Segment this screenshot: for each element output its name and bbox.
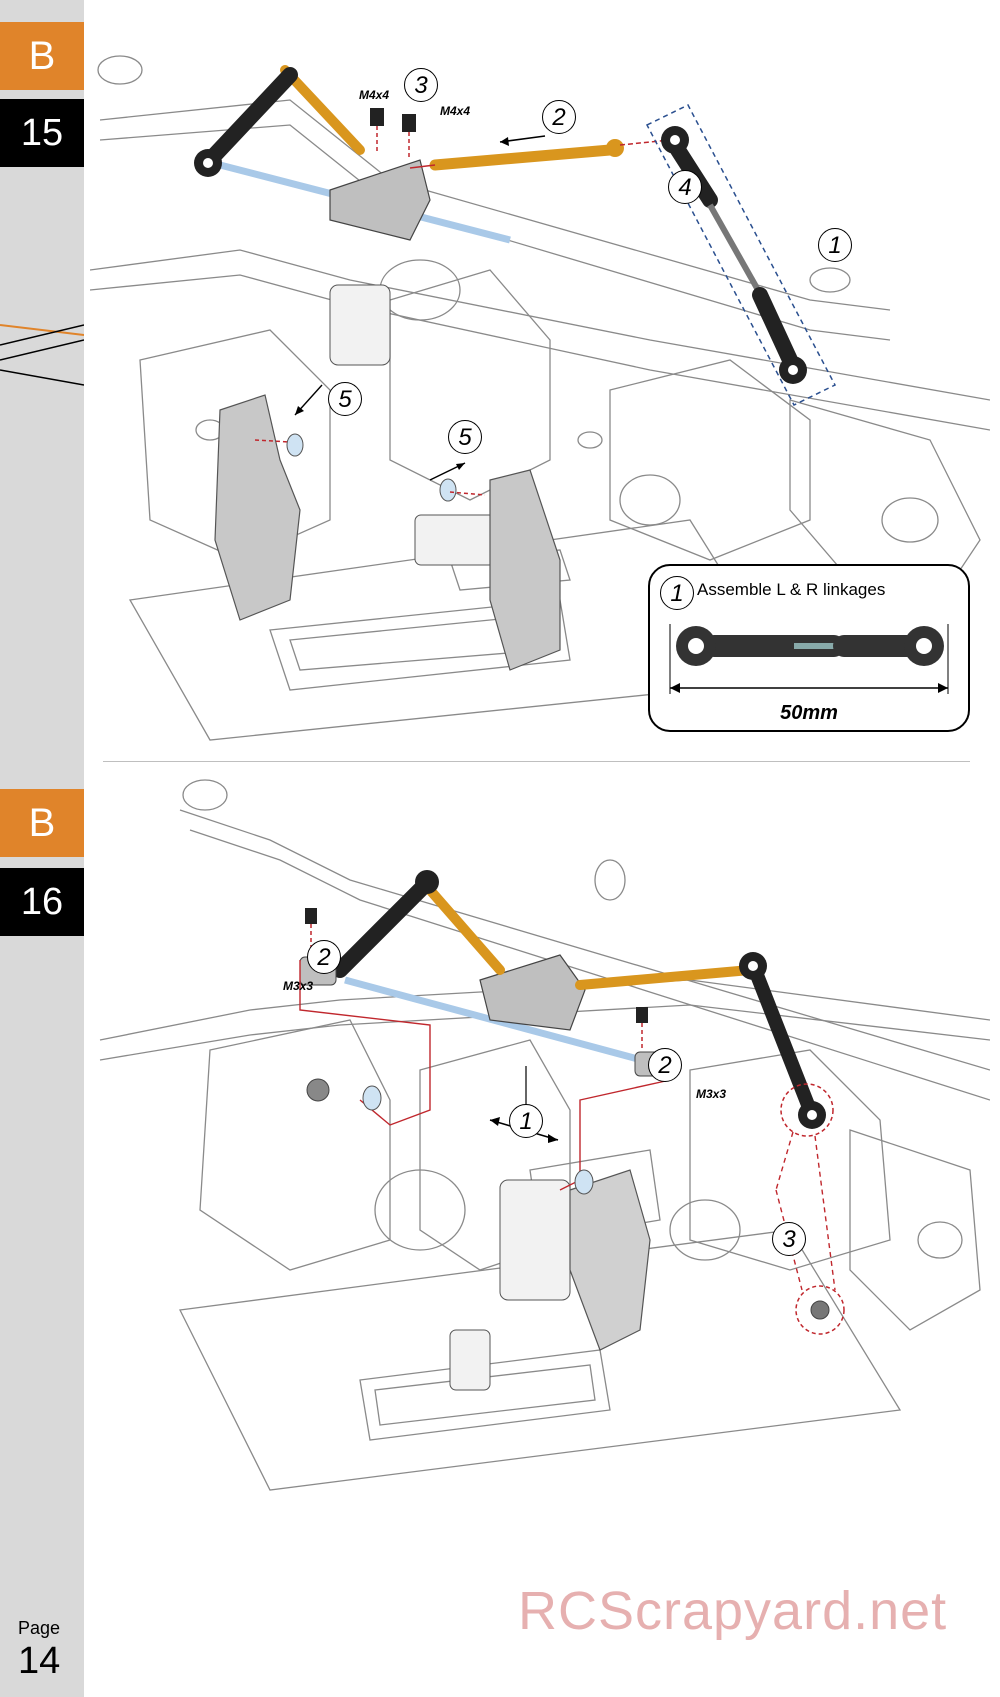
callout-16-3: 3 xyxy=(772,1222,806,1256)
detail-title: Assemble L & R linkages xyxy=(697,580,886,599)
linkage-detail-box: 1 Assemble L & R linkages 50mm xyxy=(648,564,970,732)
callout-5: 5 xyxy=(328,382,362,416)
step-16-illustration xyxy=(99,779,990,1491)
watermark-text: RCScrapyard.net xyxy=(518,1581,948,1641)
callout-2: 2 xyxy=(542,100,576,134)
screw-label-m3x3: M3x3 xyxy=(283,979,314,993)
step-number-16: 16 xyxy=(0,868,84,936)
step-15-illustration xyxy=(90,55,990,741)
section-letter-badge-2: B xyxy=(0,789,84,857)
callout-5b: 5 xyxy=(448,420,482,454)
step-divider xyxy=(103,761,970,762)
detail-callout: 1 xyxy=(660,576,694,610)
screw-label-m4x4: M4x4 xyxy=(359,88,390,102)
callout-4: 4 xyxy=(668,170,702,204)
page-label: Page xyxy=(18,1618,61,1638)
decorative-lines xyxy=(0,324,84,386)
screw-label-m3x3-b: M3x3 xyxy=(696,1087,727,1101)
page-number: 14 xyxy=(18,1640,61,1682)
callout-16-2b: 2 xyxy=(648,1048,682,1082)
linkage-drawing xyxy=(669,624,949,694)
step-number-15: 15 xyxy=(0,99,84,167)
screw-label-m4x4-b: M4x4 xyxy=(440,104,471,118)
callout-16-2: 2 xyxy=(307,940,341,974)
callout-3: 3 xyxy=(404,68,438,102)
detail-dimension: 50mm xyxy=(780,702,838,724)
callout-1: 1 xyxy=(818,228,852,262)
section-letter-badge: B xyxy=(0,22,84,90)
callout-16-1: 1 xyxy=(509,1104,543,1138)
